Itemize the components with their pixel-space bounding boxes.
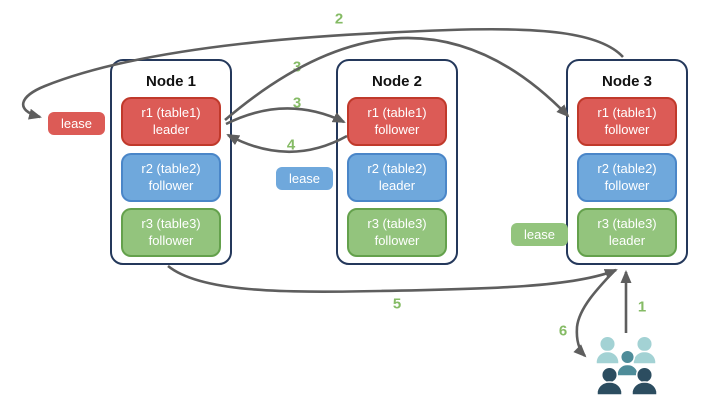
node-3-title: Node 3 <box>601 73 652 90</box>
replica-range: r2 (table2) <box>597 160 657 176</box>
replica-role: leader <box>378 177 416 193</box>
replica-range: r1 (table1) <box>367 104 427 120</box>
node-2-replica-r2: r2 (table2) leader <box>347 153 447 202</box>
users-group-icon <box>595 335 658 396</box>
lease-tag-r1: lease <box>48 112 105 135</box>
replica-range: r1 (table1) <box>141 104 201 120</box>
step-label-5: 5 <box>392 295 402 313</box>
replica-range: r3 (table3) <box>367 215 427 231</box>
replica-range: r3 (table3) <box>141 215 201 231</box>
step-label-6: 6 <box>558 322 568 340</box>
arrow-step6-node3-to-users <box>573 269 616 358</box>
replica-role: follower <box>148 232 194 248</box>
node-1-replica-r2: r2 (table2) follower <box>121 153 221 202</box>
arrow-step5-node1-to-node3 <box>167 264 618 293</box>
step-label-3b: 3 <box>292 94 302 112</box>
replica-role: leader <box>608 232 646 248</box>
replica-range: r3 (table3) <box>597 215 657 231</box>
lease-tag-r3: lease <box>511 223 568 246</box>
replica-range: r2 (table2) <box>141 160 201 176</box>
node-3-replica-r2: r2 (table2) follower <box>577 153 677 202</box>
replica-range: r2 (table2) <box>367 160 427 176</box>
node-1-title: Node 1 <box>145 73 196 90</box>
node-1-replica-r1: r1 (table1) leader <box>121 97 221 146</box>
arrow-step3-leader-to-node2 <box>225 107 346 126</box>
node-1-box: Node 1 r1 (table1) leader r2 (table2) fo… <box>110 59 232 265</box>
replica-role: follower <box>604 121 650 137</box>
replica-role: follower <box>148 177 194 193</box>
step-label-1: 1 <box>637 298 647 316</box>
replica-role: follower <box>374 121 420 137</box>
step-label-3a: 3 <box>292 58 302 76</box>
node-2-replica-r3: r3 (table3) follower <box>347 208 447 257</box>
node-2-replica-r1: r1 (table1) follower <box>347 97 447 146</box>
node-3-replica-r3: r3 (table3) leader <box>577 208 677 257</box>
replica-role: follower <box>604 177 650 193</box>
step-label-2: 2 <box>334 10 344 28</box>
replica-range: r1 (table1) <box>597 104 657 120</box>
step-label-4: 4 <box>286 136 296 154</box>
replica-role: leader <box>152 121 190 137</box>
replica-role: follower <box>374 232 420 248</box>
lease-tag-r2: lease <box>276 167 333 190</box>
node-2-title: Node 2 <box>371 73 422 90</box>
node-3-replica-r1: r1 (table1) follower <box>577 97 677 146</box>
node-2-box: Node 2 r1 (table1) follower r2 (table2) … <box>336 59 458 265</box>
node-1-replica-r3: r3 (table3) follower <box>121 208 221 257</box>
node-3-box: Node 3 r1 (table1) follower r2 (table2) … <box>566 59 688 265</box>
